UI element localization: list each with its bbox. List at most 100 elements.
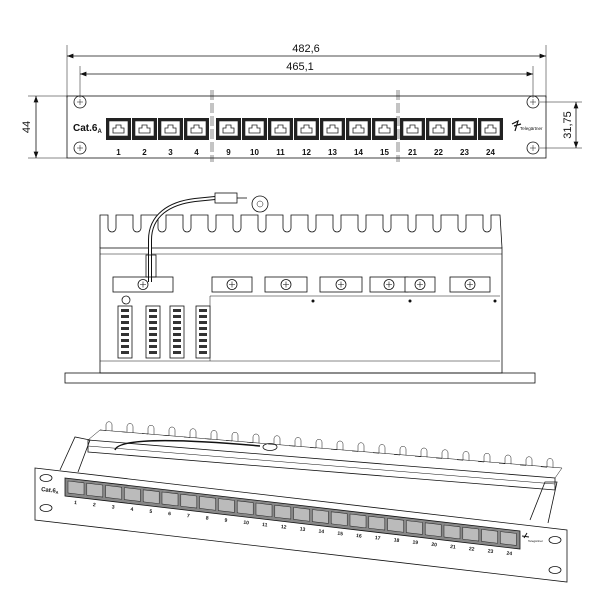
port-number: 12	[281, 524, 287, 531]
dim-31-75-label: 31,75	[562, 111, 574, 139]
port-number: 7	[187, 513, 191, 519]
dim-44-label: 44	[21, 121, 33, 133]
port-number: 15	[337, 531, 343, 538]
rj45-port	[330, 511, 348, 526]
port-number: 10	[250, 148, 259, 157]
screw-tab	[264, 276, 308, 293]
perspective-telegaertner-logo: Telegärtner	[521, 532, 543, 543]
port-number: 13	[299, 526, 305, 533]
rj45-port	[320, 118, 345, 140]
screw-icon	[280, 279, 292, 290]
port-number: 18	[393, 537, 399, 544]
mounting-hole-icon	[73, 141, 87, 155]
rj45-port	[346, 118, 371, 140]
rj45-port	[481, 529, 498, 544]
rj45-port	[106, 118, 131, 140]
rj45-port	[387, 518, 404, 533]
port-number: 3	[168, 148, 173, 157]
port-number: 15	[380, 148, 389, 157]
dimension-hole-vertical: 31,75	[540, 101, 582, 149]
port-number: 8	[205, 515, 209, 521]
screw-tab	[369, 276, 409, 293]
port-number: 23	[487, 548, 493, 555]
dimension-height: 44	[21, 95, 67, 159]
port-number: 4	[130, 507, 134, 513]
port-number: 14	[318, 529, 324, 536]
dimension-hole-spacing: 465,1	[79, 61, 534, 98]
svg-text:Telegärtner: Telegärtner	[520, 126, 543, 131]
mounting-hole-icon	[526, 141, 540, 155]
rj45-port	[86, 482, 104, 498]
port-number: 22	[434, 148, 443, 157]
rj45-port	[372, 118, 397, 140]
rj45-port	[274, 504, 292, 520]
rj45-port	[349, 513, 367, 529]
port-number: 24	[486, 148, 495, 157]
port-number: 24	[506, 551, 512, 558]
keystone-module	[195, 305, 211, 359]
screw-tab	[211, 276, 253, 293]
rj45-port	[67, 480, 85, 496]
screw-icon	[414, 279, 426, 290]
rj45-port	[236, 500, 254, 515]
keystone-module	[145, 305, 161, 359]
rj45-port	[462, 526, 480, 542]
grounding-cable	[145, 192, 269, 282]
port-number: 2	[142, 148, 147, 157]
port-number: 12	[302, 148, 311, 157]
rj45-port	[500, 531, 517, 546]
telegaertner-logo: Telegärtner	[511, 119, 543, 132]
rj45-port	[105, 485, 122, 500]
rj45-port	[158, 118, 183, 140]
rj45-port	[161, 491, 179, 507]
rj45-port	[478, 118, 503, 140]
port-number: 13	[328, 148, 337, 157]
rivet-icon	[311, 299, 315, 303]
rj45-port	[199, 496, 216, 511]
rj45-port	[443, 524, 461, 540]
rj45-port	[452, 118, 477, 140]
rivet-icon	[493, 299, 497, 303]
rivet-icon	[408, 299, 412, 303]
rj45-port	[406, 520, 423, 535]
port-number: 9	[226, 148, 231, 157]
rj45-port	[424, 522, 442, 537]
rear-view-cable-manager	[64, 192, 536, 384]
rj45-port	[268, 118, 293, 140]
perspective-category-label: Cat.6A	[41, 487, 59, 495]
port-number: 21	[450, 544, 456, 551]
screw-icon	[137, 279, 149, 290]
port-number: 16	[356, 533, 362, 540]
rj45-port	[132, 118, 157, 140]
port-number: 14	[354, 148, 363, 157]
screw-icon	[335, 279, 347, 290]
port-number: 11	[262, 522, 268, 529]
rj45-port	[255, 502, 273, 518]
mounting-hole-icon	[526, 95, 540, 109]
dimension-overall-width: 482,6	[66, 43, 547, 98]
dim-482-label: 482,6	[292, 43, 320, 55]
port-number: 9	[224, 518, 228, 524]
category-label: Cat.6A	[73, 123, 102, 135]
svg-text:Telegärtner: Telegärtner	[528, 539, 543, 543]
mounting-hole-icon	[73, 95, 87, 109]
rj45-port	[184, 118, 209, 140]
break-lines	[210, 90, 400, 162]
rj45-port	[312, 509, 329, 524]
port-number: 21	[408, 148, 417, 157]
rj45-port	[142, 489, 160, 504]
port-number: 3	[111, 504, 115, 510]
rj45-port	[218, 498, 235, 513]
port-number: 4	[194, 148, 199, 157]
rj45-port	[124, 487, 141, 502]
rj45-port	[426, 118, 451, 140]
ring-lug-icon	[251, 195, 269, 213]
rj45-port	[242, 118, 267, 140]
screw-tab	[319, 276, 363, 293]
dim-465-label: 465,1	[286, 61, 314, 73]
port-number: 20	[431, 542, 437, 549]
